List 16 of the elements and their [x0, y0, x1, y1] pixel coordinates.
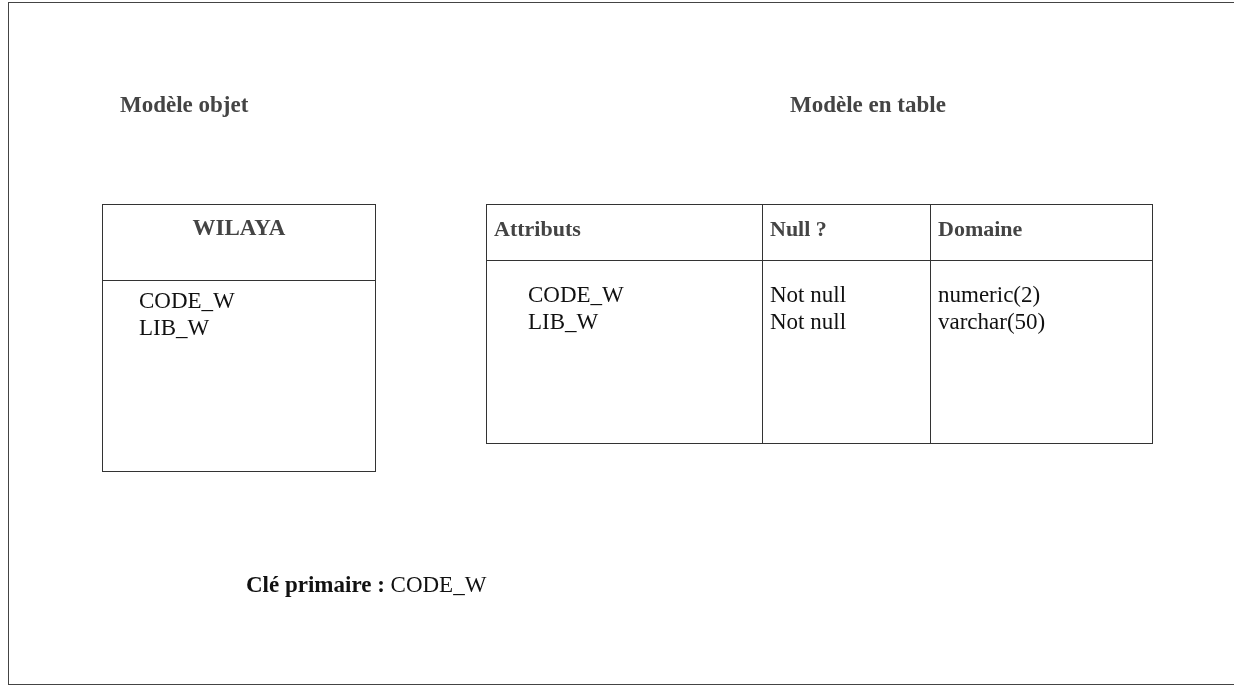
table-cell-text: varchar(50): [938, 309, 1046, 334]
class-box: [102, 204, 376, 472]
column-header: Domaine: [938, 216, 1023, 241]
class-name: WILAYA: [192, 214, 286, 242]
table-cell-text: Not null: [770, 309, 847, 334]
attribute-text: LIB_W: [139, 314, 210, 341]
table-cell-text: CODE_W: [528, 282, 624, 307]
section-title: Modèle en table: [790, 91, 946, 119]
table-cell-text: LIB_W: [528, 309, 599, 334]
primary-key-note: Clé primaire : CODE_W: [246, 571, 487, 599]
table-cell-text: Not null: [770, 282, 847, 307]
attribute-text: CODE_W: [139, 287, 235, 314]
column-header: Attributs: [494, 216, 581, 241]
column-header: Null ?: [770, 216, 827, 241]
section-title: Modèle objet: [120, 91, 249, 119]
table-cell-text: numeric(2): [938, 282, 1041, 307]
